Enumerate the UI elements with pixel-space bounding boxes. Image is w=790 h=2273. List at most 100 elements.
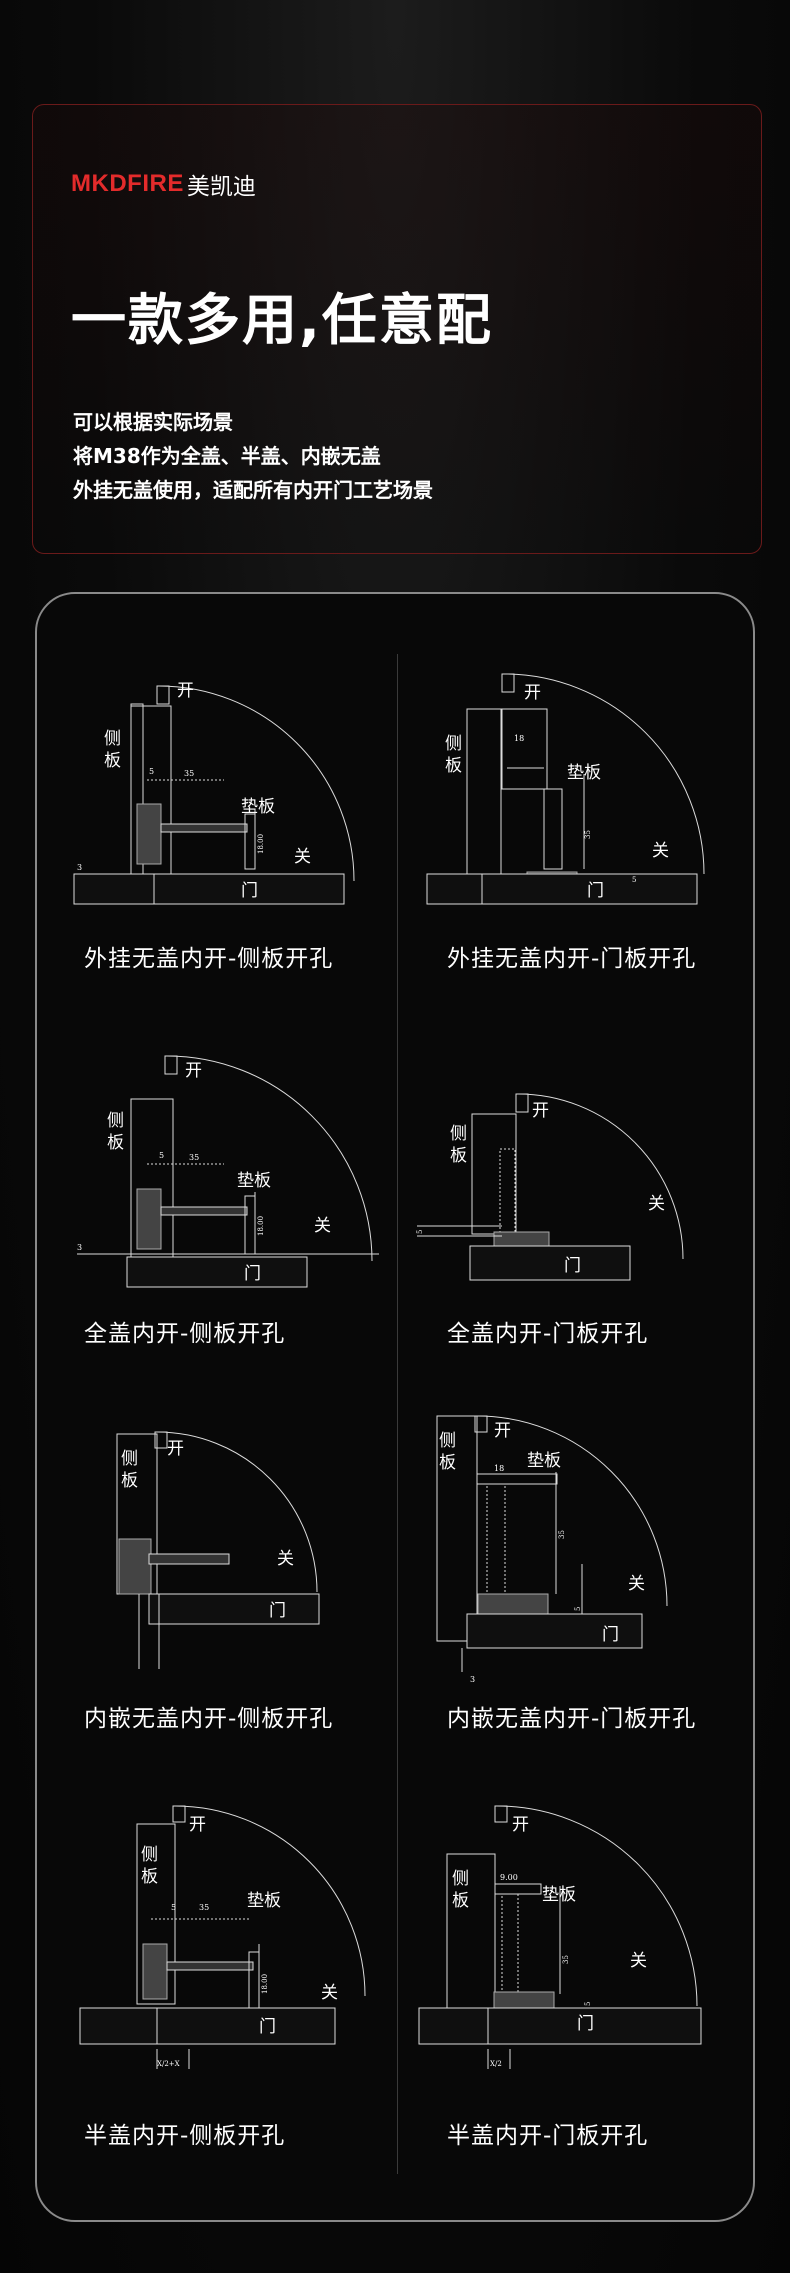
label-side-a: 侧	[107, 1111, 124, 1131]
hinge-diagram: 开 侧 板 18 垫板 35 关 门 5 3	[436, 1415, 668, 1684]
swing-arc	[158, 685, 355, 882]
dim-5: 5	[149, 767, 154, 776]
label-close: 关	[630, 1951, 647, 1971]
dim-35: 35	[184, 769, 194, 778]
hinge-diagram: 开 侧 板 关 门 5	[416, 1093, 684, 1281]
brand-logo: MKDFIRE 美凯迪	[71, 169, 256, 200]
label-pad: 垫板	[241, 797, 275, 817]
side-panel	[136, 1823, 176, 2005]
dim-35: 35	[558, 1530, 566, 1539]
side-panel	[471, 1113, 517, 1235]
page-title: 一款多用,任意配	[71, 288, 493, 352]
label-open: 开	[177, 681, 194, 701]
label-door: 门	[244, 1264, 261, 1284]
mount-block	[494, 1883, 542, 1895]
swing-arc	[503, 673, 705, 875]
dim-35: 35	[562, 1955, 570, 1964]
label-side-a: 侧	[450, 1124, 467, 1144]
hinge-arm	[166, 1961, 254, 1971]
dim-900: 9.00	[500, 1873, 518, 1882]
label-open: 开	[189, 1815, 206, 1835]
hinge-cup	[136, 1188, 162, 1250]
door-slab	[418, 2007, 702, 2045]
label-side-a: 侧	[121, 1449, 138, 1469]
label-side-b: 板	[452, 1891, 469, 1911]
hero-line-3: 外挂无盖使用，适配所有内开门工艺场景	[73, 478, 433, 502]
label-pad: 垫板	[247, 1891, 281, 1911]
pad-plate	[543, 788, 563, 870]
hinge-diagram: 开 侧 板 5 35 垫板 18.00 关 门 X/2+X	[79, 1805, 366, 2069]
label-side-b: 板	[104, 751, 121, 771]
diagram-cell: 开 侧 板 关 门 5 全盖内开-门板开孔	[412, 1014, 752, 1384]
label-open: 开	[494, 1421, 511, 1441]
swing-arc	[496, 1805, 698, 2007]
label-close: 关	[628, 1574, 645, 1594]
swing-arc	[166, 1055, 373, 1262]
pad-plate	[244, 1195, 256, 1255]
swing-arc	[476, 1415, 668, 1607]
hero-line-2: 将M38作为全盖、半盖、内嵌无盖	[73, 444, 381, 468]
swing-arc	[174, 1805, 366, 1997]
diagram-cell: 开 侧 板 5 35 垫板 18.00 关 门 3 外挂无盖内开-侧板开孔	[49, 634, 389, 1004]
label-door: 门	[564, 1256, 581, 1276]
dim-5: 5	[632, 876, 636, 884]
diagram-cell: 开 侧 板 18 垫板 35 关 门 5 3 内嵌无盖内开-门板开孔	[412, 1404, 752, 1774]
hinge-arm	[148, 1553, 230, 1565]
swing-arc	[517, 1093, 684, 1260]
label-pad: 垫板	[542, 1885, 576, 1905]
dim-x2: X/2	[490, 2060, 502, 2068]
diagram-caption: 半盖内开-侧板开孔	[84, 2123, 286, 2149]
side-panel	[130, 703, 144, 895]
dim-5: 5	[171, 1903, 176, 1912]
diagram-cell: 开 侧 板 9.00 垫板 35 关 门 5 X/2 半盖内开-门板开孔	[412, 1794, 752, 2164]
label-door: 门	[259, 2017, 276, 2037]
column-divider	[397, 654, 398, 2174]
label-pad: 垫板	[237, 1171, 271, 1191]
mount-block	[476, 1473, 558, 1485]
door-open-edge	[156, 685, 170, 705]
hinge-cup	[136, 803, 162, 865]
door-open-edge	[164, 1055, 178, 1075]
dim-35: 35	[584, 830, 592, 839]
dim-3: 3	[77, 1243, 82, 1252]
label-close: 关	[294, 847, 311, 867]
label-pad: 垫板	[527, 1451, 561, 1471]
door-open-edge	[515, 1093, 529, 1113]
hinge-diagram: 开 侧 板 5 35 垫板 18.00 关 门 3	[73, 681, 355, 905]
label-side-a: 侧	[439, 1431, 456, 1451]
hero-card: MKDFIRE 美凯迪 一款多用,任意配 可以根据实际场景 将M38作为全盖、半…	[32, 104, 762, 554]
diagram-caption: 外挂无盖内开-侧板开孔	[84, 946, 334, 972]
door-open-edge	[154, 1431, 168, 1449]
label-side-b: 板	[141, 1867, 158, 1887]
label-open: 开	[512, 1815, 529, 1835]
logo-chinese: 美凯迪	[186, 174, 256, 200]
label-door: 门	[577, 2014, 594, 2034]
pad-plate	[486, 1483, 506, 1595]
door-open-edge	[474, 1415, 488, 1433]
label-open: 开	[524, 683, 541, 703]
logo-wordmark: MKDFIRE	[71, 170, 184, 197]
diagram-cell: 开 侧 板 5 35 垫板 18.00 关 门 3 全盖内开-侧板开孔	[49, 1014, 389, 1384]
diagram-caption: 半盖内开-门板开孔	[447, 2123, 649, 2149]
door-open-edge	[494, 1805, 508, 1823]
dim-18: 18	[494, 1464, 504, 1473]
door-slab	[73, 873, 345, 905]
label-close: 关	[321, 1983, 338, 2003]
label-door: 门	[241, 881, 258, 901]
diagram-panel: 开 侧 板 5 35 垫板 18.00 关 门 3 外挂无盖内开-侧板开孔 开	[35, 592, 755, 2222]
door-slab	[126, 1256, 308, 1288]
diagram-caption: 全盖内开-侧板开孔	[84, 1321, 286, 1347]
label-door: 门	[587, 881, 604, 901]
hero-line-1: 可以根据实际场景	[73, 410, 233, 434]
label-side-b: 板	[450, 1146, 467, 1166]
label-side-b: 板	[121, 1471, 138, 1491]
hinge-diagram: 开 侧 板 18 垫板 35 关 门 5	[426, 673, 705, 905]
dim-18: 18.00	[257, 834, 265, 854]
diagram-cell: 开 侧 板 5 35 垫板 18.00 关 门 X/2+X 半盖内开-侧板开孔	[49, 1794, 389, 2164]
dim-5: 5	[574, 1607, 582, 1611]
door-slab	[148, 1593, 320, 1625]
door-slab	[79, 2007, 336, 2045]
dim-5: 5	[584, 2002, 592, 2006]
label-open: 开	[185, 1061, 202, 1081]
hinge-diagram: 开 侧 板 9.00 垫板 35 关 门 5 X/2	[418, 1805, 702, 2069]
